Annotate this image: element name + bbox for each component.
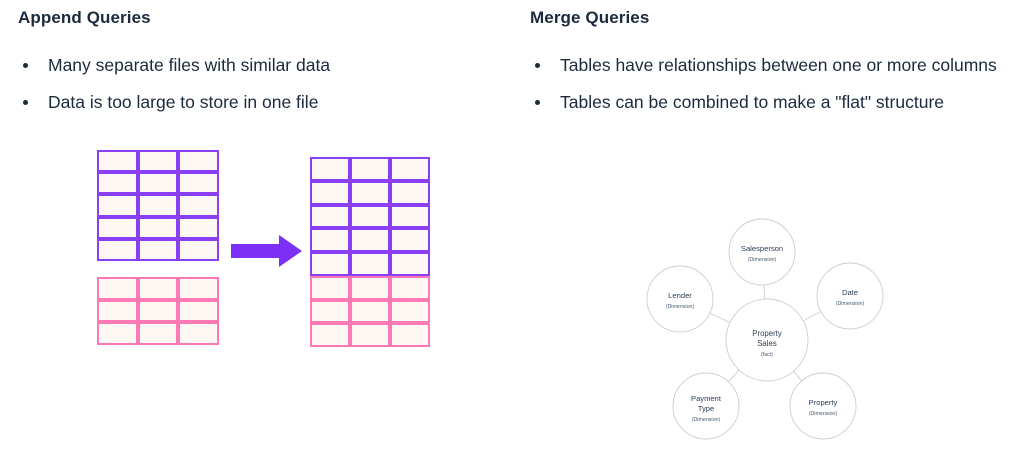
table-cell [350,252,390,276]
table-cell [137,194,179,217]
node-title: Property [809,398,838,407]
table-cell [137,277,179,300]
node-circle [789,372,857,440]
table-cell [97,194,138,217]
table-cell [310,180,350,205]
node-circle [728,218,796,286]
table-cell [178,322,219,345]
append-tables-diagram [85,145,450,355]
node-subtitle: (Dimension) [666,304,695,310]
table-cell [97,172,138,195]
table-cell [137,216,179,239]
table-cell [310,157,350,181]
table-cell [97,238,138,261]
bullet-text: Data is too large to store in one file [48,92,319,112]
left-column: Append Queries Many separate files with … [18,8,488,355]
append-queries-heading: Append Queries [18,8,151,27]
table-cell [178,172,219,195]
table-cell [390,275,430,300]
node-title: Date [842,288,858,297]
node-circle [725,298,809,382]
node-title: Lender [668,291,692,300]
table-cell [350,204,390,229]
node-circle [672,372,740,440]
append-bullet-list: Many separate files with similar data Da… [18,52,488,126]
bullet-text: Tables have relationships between one or… [560,55,997,75]
source-table-purple [97,150,219,261]
result-table-combined [310,157,430,347]
table-cell [178,216,219,239]
node-title-line2: Sales [757,339,777,348]
node-subtitle: (Dimension) [809,411,838,417]
node-property: Property (Dimension) [789,372,857,440]
table-cell [97,216,138,239]
table-cell [390,299,430,324]
table-cell [350,180,390,205]
table-cell [178,150,219,173]
node-payment-type: Payment Type (Dimension) [672,372,740,440]
source-table-pink [97,277,219,345]
table-cell [390,228,430,252]
table-cell [310,299,350,324]
table-cell [310,228,350,252]
bullet-dot-icon [535,100,540,105]
table-cell [137,322,179,345]
node-title: Payment [691,394,722,403]
bullet-text: Tables can be combined to make a "flat" … [560,92,945,112]
node-title: Salesperson [741,244,783,253]
bullet-dot-icon [23,100,28,105]
table-cell [97,322,138,345]
table-cell [390,157,430,181]
node-circle [646,265,714,333]
node-subtitle: (Dimension) [748,257,777,263]
merge-bullet-list: Tables have relationships between one or… [530,52,998,126]
table-cell [97,277,138,300]
table-cell [137,238,179,261]
table-cell [390,323,430,347]
node-title: Property [752,329,782,338]
node-circle [816,262,884,330]
table-cell [178,194,219,217]
list-item: Tables have relationships between one or… [530,52,998,78]
node-subtitle: (fact) [761,352,773,358]
table-cell [350,323,390,347]
table-cell [310,275,350,300]
merge-queries-heading: Merge Queries [530,8,650,27]
table-cell [178,238,219,261]
table-cell [137,150,179,173]
table-cell [137,172,179,195]
list-item: Tables can be combined to make a "flat" … [530,89,998,115]
node-property-sales-fact: Property Sales (fact) [725,298,809,382]
star-schema-diagram: Salesperson (Dimension) Date (Dimension)… [638,216,896,456]
table-cell [350,157,390,181]
table-cell [350,299,390,324]
table-cell [178,299,219,323]
node-date: Date (Dimension) [816,262,884,330]
table-cell [350,275,390,300]
table-cell [178,277,219,300]
table-cell [390,204,430,229]
node-subtitle: (Dimension) [692,417,721,423]
table-cell [137,299,179,323]
table-cell [97,150,138,173]
list-item: Many separate files with similar data [18,52,488,78]
table-cell [97,299,138,323]
bullet-dot-icon [23,63,28,68]
table-cell [310,252,350,276]
table-cell [310,323,350,347]
right-column: Merge Queries Tables have relationships … [512,0,1023,458]
node-subtitle: (Dimension) [836,301,865,307]
table-cell [390,180,430,205]
list-item: Data is too large to store in one file [18,89,488,115]
node-lender: Lender (Dimension) [646,265,714,333]
append-arrow-icon [231,234,303,268]
table-cell [310,204,350,229]
table-cell [390,252,430,276]
table-cell [350,228,390,252]
node-title-line2: Type [698,404,714,413]
bullet-dot-icon [535,63,540,68]
node-salesperson: Salesperson (Dimension) [728,218,796,286]
bullet-text: Many separate files with similar data [48,55,331,75]
